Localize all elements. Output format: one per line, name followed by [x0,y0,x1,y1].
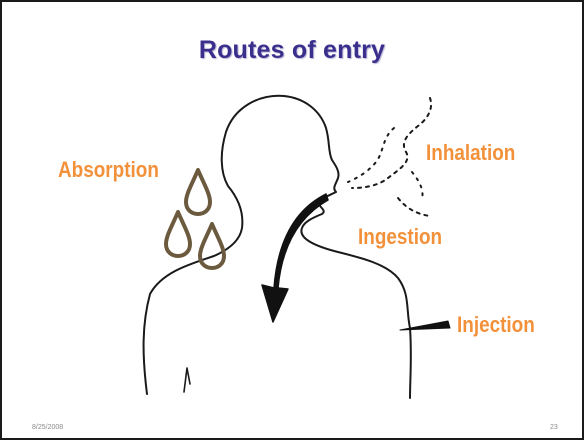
droplet-icon [166,212,190,256]
droplet-icon [186,170,210,214]
footer-date: 8/25/2008 [32,424,63,431]
label-injection: Injection [457,312,535,338]
slide-title: Routes of entry [2,36,582,65]
needle-icon [400,321,450,330]
label-absorption: Absorption [58,157,159,183]
arrow-down-icon [262,194,328,322]
label-ingestion: Ingestion [358,224,442,250]
label-inhalation: Inhalation [426,140,515,166]
droplet-icon [200,224,224,268]
footer-page-number: 23 [550,424,558,431]
breath-dots [348,98,431,216]
navel-mark [184,368,190,392]
